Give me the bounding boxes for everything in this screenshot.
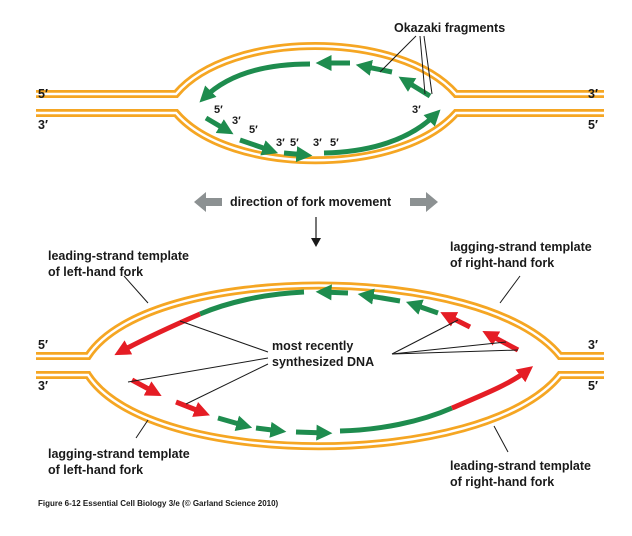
okazaki-fragment [239,137,279,156]
okazaki-title: Okazaki fragments [394,21,505,35]
okazaki-pointer-lines [379,35,433,95]
top-end-lower-right: 5′ [588,118,598,132]
pointer-lines [123,275,521,453]
lagging-right-label: lagging-strand template of right-hand fo… [450,240,592,270]
okazaki-fragment [295,424,333,441]
top-end-upper-right: 3′ [588,87,598,101]
leading-right-label: leading-strand template of right-hand fo… [450,459,591,489]
top-template-lower [36,109,604,165]
arrow-right-icon [410,192,438,212]
okazaki-fragment [204,115,234,135]
svg-text:synthesized DNA: synthesized DNA [272,355,374,369]
bottom-end-upper-left: 5′ [38,338,48,352]
svg-text:of left-hand fork: of left-hand fork [48,463,143,477]
bottom-end-upper-right: 3′ [588,338,598,352]
recent-fragment [130,377,162,397]
frag-end-label: 5′ [330,137,339,149]
top-leading-strand [199,61,311,103]
svg-text:most recently: most recently [272,339,353,353]
okazaki-fragment [255,421,287,438]
leading-left-label: leading-strand template of left-hand for… [48,249,189,279]
top-end-lower-left: 3′ [38,118,48,132]
bottom-leading-strand-right-green [339,405,454,434]
figure-caption: Figure 6-12 Essential Cell Biology 3/e (… [38,499,279,508]
frag-end-label: 5′ [249,124,258,136]
bottom-bubble: 5′ 3′ 3′ 5′ leading-strand template of l… [36,240,604,489]
svg-text:of right-hand fork: of right-hand fork [450,475,554,489]
svg-text:leading-strand template: leading-strand template [450,459,591,473]
frag-end-label: 3′ [412,104,421,116]
bottom-leading-strand-right-red [451,366,534,411]
recent-fragment [175,399,210,417]
okazaki-fragment [355,60,393,76]
arrow-left-icon [194,192,222,212]
bottom-leading-strand-red [114,311,201,356]
okazaki-fragment [217,415,253,432]
frag-end-label: 3′ [232,115,241,127]
top-template-upper [36,42,604,98]
top-bubble: Okazaki fragments 5′ 3′ 3′ 5′ 5′ 3′ 5′ 3… [36,21,604,165]
frag-end-label: 3′ [276,137,285,149]
direction-row: direction of fork movement [194,192,438,247]
svg-text:lagging-strand template: lagging-strand template [48,447,190,461]
svg-text:of right-hand fork: of right-hand fork [450,256,554,270]
arrow-down-icon [311,238,321,247]
okazaki-fragment [398,76,432,99]
okazaki-fragment [405,299,439,316]
frag-end-label: 5′ [214,104,223,116]
svg-text:of left-hand fork: of left-hand fork [48,265,143,279]
top-leading-strand-right [323,109,441,156]
okazaki-fragment [315,284,349,301]
lagging-left-label: lagging-strand template of left-hand for… [48,447,190,477]
svg-text:leading-strand template: leading-strand template [48,249,189,263]
recent-fragment [440,312,472,330]
direction-label: direction of fork movement [230,195,392,209]
bottom-end-lower-right: 5′ [588,379,598,393]
top-end-upper-left: 5′ [38,87,48,101]
bottom-end-lower-left: 3′ [38,379,48,393]
okazaki-fragment [283,146,313,163]
svg-text:lagging-strand template: lagging-strand template [450,240,592,254]
okazaki-fragment [357,288,401,305]
bottom-leading-strand-green [199,289,305,317]
bottom-template-lower [36,371,604,451]
frag-end-label: 3′ [313,137,322,149]
frag-end-label: 5′ [290,137,299,149]
most-recent-label: most recently synthesized DNA [272,339,374,369]
